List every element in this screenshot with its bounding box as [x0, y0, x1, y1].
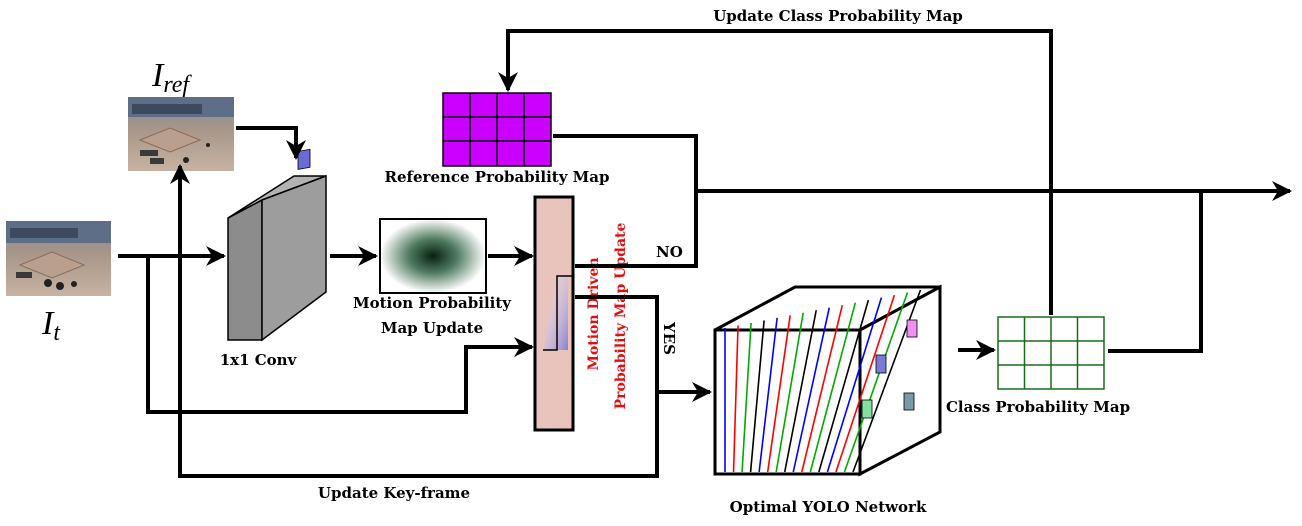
yes-to-yolo-arrow [575, 295, 712, 402]
yolo-channel-line [801, 305, 844, 473]
yolo-channel-line [758, 317, 778, 473]
update-key-frame-arrow [170, 164, 659, 478]
yolo-channel-line [818, 299, 870, 473]
yolo-channel-line [792, 307, 831, 473]
yolo-channel-line [749, 320, 765, 473]
yolo-channel-line [826, 297, 883, 473]
motion-probability-map [379, 218, 487, 294]
conv-block [227, 148, 327, 342]
motion-driven-label-2: Probability Map Update [613, 223, 629, 410]
class-probability-map [997, 316, 1105, 390]
reference-map-label: Reference Probability Map [385, 168, 610, 186]
ref-symbol: Iref [151, 57, 192, 98]
reference-frame-image [128, 97, 234, 171]
current-frame-image [6, 221, 111, 296]
no-branch-line [553, 134, 698, 268]
reference-probability-map [442, 92, 552, 167]
yes-label: YES [660, 321, 678, 355]
conv-label: 1x1 Conv [220, 351, 298, 369]
yolo-network-block [713, 284, 942, 477]
yolo-channel-line [835, 294, 896, 473]
yolo-label: Optimal YOLO Network [730, 498, 927, 516]
no-label: NO [656, 243, 683, 261]
update-class-map-arrow [498, 29, 1053, 315]
motion-prob-label-2: Map Update [381, 319, 483, 337]
motion-gate-block [533, 195, 575, 432]
class-map-label: Class Probability Map [946, 398, 1130, 416]
yolo-channel-line [732, 325, 739, 473]
current-symbol: It [41, 305, 61, 346]
motion-driven-label-1: Motion Driven [586, 257, 602, 370]
ref-to-conv-arrow [236, 126, 306, 160]
motion-prob-label-1: Motion Probability [353, 294, 512, 312]
connections [118, 29, 1292, 478]
yolo-channel-line [775, 312, 804, 473]
yolo-channel-line [766, 315, 791, 473]
yolo-channel-line [741, 322, 752, 473]
yolo-channel-line [783, 310, 818, 473]
current-to-gate-arrow [146, 256, 534, 414]
class-to-output-line [1108, 191, 1203, 353]
yolo-channel-line [843, 292, 909, 473]
update-class-map-label: Update Class Probability Map [713, 7, 963, 25]
yolo-channel-line [809, 302, 857, 473]
update-key-frame-label: Update Key-frame [318, 484, 470, 502]
